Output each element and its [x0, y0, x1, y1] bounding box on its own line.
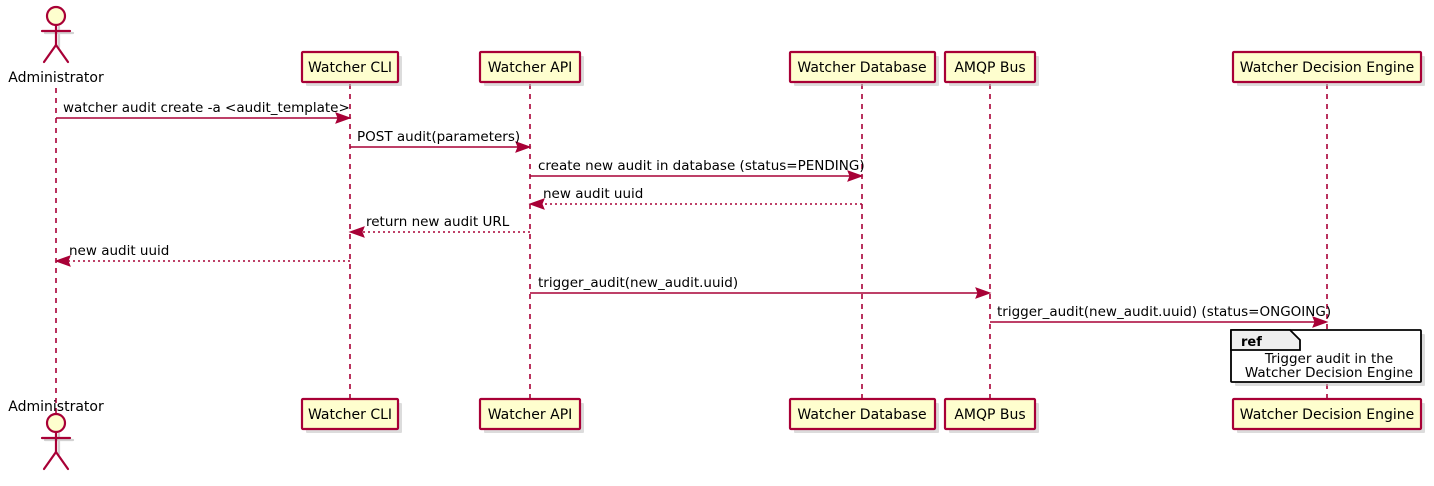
message-5-arrowhead-icon	[348, 226, 365, 238]
participant-watcher-api-bottom[interactable]: Watcher API	[478, 397, 584, 433]
message-8-trigger-audit-ongoing[interactable]: trigger_audit(new_audit.uuid) (status=ON…	[990, 304, 1331, 328]
participant-watcher-database-bottom[interactable]: Watcher Database	[788, 397, 939, 433]
message-3-label: create new audit in database (status=PEN…	[538, 158, 865, 174]
participant-watcher-cli-top[interactable]: Watcher CLI	[300, 50, 402, 86]
participant-boxes-bottom: Watcher CLI Watcher API Watcher Database…	[300, 397, 1425, 433]
participant-watcher-decision-engine-top[interactable]: Watcher Decision Engine	[1231, 50, 1425, 86]
message-7-arrowhead-icon	[975, 287, 992, 299]
participant-label-watcher-cli-bottom: Watcher CLI	[308, 407, 392, 423]
participant-watcher-api-top[interactable]: Watcher API	[478, 50, 584, 86]
actor-leg-right-icon	[54, 43, 70, 64]
message-6-new-audit-uuid-cli[interactable]: new audit uuid	[54, 243, 350, 267]
message-7-label: trigger_audit(new_audit.uuid)	[538, 275, 738, 291]
participant-boxes-top: Watcher CLI Watcher API Watcher Database…	[300, 50, 1425, 86]
actor-label-administrator-top: Administrator	[8, 70, 104, 86]
participant-watcher-database-top[interactable]: Watcher Database	[788, 50, 939, 86]
actor-leg-right-icon-bottom	[54, 450, 70, 471]
participant-label-watcher-api-top: Watcher API	[488, 60, 573, 76]
lifelines-group	[55, 84, 1328, 433]
ref-fragment-line-2: Watcher Decision Engine	[1245, 365, 1413, 381]
message-3-arrowhead-icon	[847, 170, 864, 182]
message-5-return-new-audit-url[interactable]: return new audit URL	[348, 214, 530, 238]
actor-head-icon	[45, 5, 67, 27]
participant-watcher-cli-bottom[interactable]: Watcher CLI	[300, 397, 402, 433]
participant-label-watcher-database-top: Watcher Database	[797, 60, 926, 76]
message-1-watcher-audit-create[interactable]: watcher audit create -a <audit_template>	[56, 100, 352, 124]
participant-label-watcher-cli-top: Watcher CLI	[308, 60, 392, 76]
message-8-label: trigger_audit(new_audit.uuid) (status=ON…	[997, 304, 1331, 320]
message-2-arrowhead-icon	[515, 141, 532, 153]
message-6-arrowhead-icon	[54, 255, 71, 267]
participant-amqp-bus-top[interactable]: AMQP Bus	[943, 50, 1039, 86]
message-2-post-audit[interactable]: POST audit(parameters)	[350, 129, 532, 153]
participant-label-watcher-database-bottom: Watcher Database	[797, 407, 926, 423]
participant-label-watcher-decision-engine-top: Watcher Decision Engine	[1240, 60, 1414, 76]
actor-head-icon-bottom	[45, 412, 67, 434]
message-1-label: watcher audit create -a <audit_template>	[63, 100, 350, 116]
actor-administrator-top[interactable]: Administrator	[8, 5, 104, 86]
participant-label-amqp-bus-top: AMQP Bus	[954, 60, 1025, 76]
ref-fragment[interactable]: ref Trigger audit in the Watcher Decisio…	[1230, 329, 1425, 386]
actor-label-administrator-bottom: Administrator	[8, 399, 104, 415]
actor-leg-left-icon-bottom	[42, 450, 58, 471]
participant-amqp-bus-bottom[interactable]: AMQP Bus	[943, 397, 1039, 433]
actor-administrator-bottom[interactable]: Administrator	[8, 399, 104, 471]
ref-fragment-line-1: Trigger audit in the	[1264, 351, 1393, 367]
message-6-label: new audit uuid	[69, 243, 169, 259]
participant-label-watcher-api-bottom: Watcher API	[488, 407, 573, 423]
participant-watcher-decision-engine-bottom[interactable]: Watcher Decision Engine	[1231, 397, 1425, 433]
message-8-arrowhead-icon	[1312, 316, 1329, 328]
message-4-label: new audit uuid	[543, 186, 643, 202]
participant-label-amqp-bus-bottom: AMQP Bus	[954, 407, 1025, 423]
ref-fragment-tab-label: ref	[1241, 335, 1262, 350]
message-1-arrowhead-icon	[335, 112, 352, 124]
message-3-create-new-audit[interactable]: create new audit in database (status=PEN…	[530, 158, 865, 182]
participant-label-watcher-decision-engine-bottom: Watcher Decision Engine	[1240, 407, 1414, 423]
ref-fragment-tab	[1230, 329, 1301, 351]
message-4-new-audit-uuid-db[interactable]: new audit uuid	[528, 186, 862, 210]
message-5-label: return new audit URL	[366, 214, 510, 230]
message-2-label: POST audit(parameters)	[357, 129, 520, 145]
message-7-trigger-audit[interactable]: trigger_audit(new_audit.uuid)	[530, 275, 992, 299]
message-4-arrowhead-icon	[528, 198, 545, 210]
actor-leg-left-icon	[42, 43, 58, 64]
